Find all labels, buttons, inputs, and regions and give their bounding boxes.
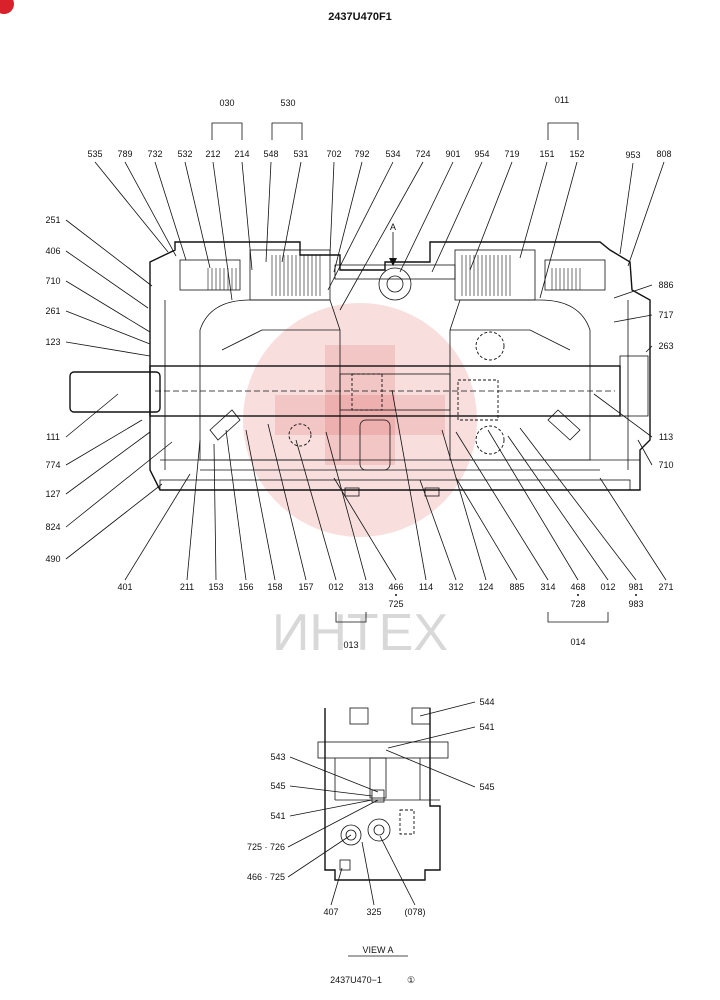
label-466: 466: [388, 582, 403, 592]
label-717: 717: [658, 310, 673, 320]
label-732: 732: [147, 149, 162, 159]
label-824: 824: [45, 522, 60, 532]
group-brackets-top: [211, 122, 579, 140]
label-531: 531: [293, 149, 308, 159]
spring-left: [271, 255, 321, 296]
label-774: 774: [45, 460, 60, 470]
label-113: 113: [659, 432, 673, 442]
bottom-leaders: [124, 389, 667, 581]
label-012-right: 012: [600, 582, 615, 592]
top-labels: 535 789 732 532 212 214 548 531 702 792 …: [87, 149, 671, 160]
va-label-325: 325: [366, 907, 381, 917]
watermark-logo: [243, 303, 477, 537]
va-label-541-left: 541: [270, 811, 285, 821]
label-127: 127: [45, 489, 60, 499]
view-a-detail: [317, 707, 449, 881]
label-981: 981: [628, 582, 643, 592]
label-490: 490: [45, 554, 60, 564]
view-a-caption: VIEW A: [362, 945, 393, 955]
label-406: 406: [45, 246, 60, 256]
label-152: 152: [569, 149, 584, 159]
group-label-014: 014: [570, 637, 585, 647]
label-719: 719: [504, 149, 519, 159]
label-158: 158: [267, 582, 282, 592]
left-leaders: [65, 219, 173, 560]
va-label-545-left: 545: [270, 781, 285, 791]
label-710-right: 710: [658, 460, 673, 470]
label-535: 535: [87, 149, 102, 159]
label-954: 954: [474, 149, 489, 159]
label-012-left: 012: [328, 582, 343, 592]
label-313: 313: [358, 582, 373, 592]
label-312: 312: [448, 582, 463, 592]
bottom-labels: 401 211 153 156 158 157 012 313 466 114 …: [117, 582, 673, 609]
group-label-030: 030: [219, 98, 234, 108]
va-label-544: 544: [479, 697, 494, 707]
group-label-011: 011: [555, 95, 569, 105]
corner-badge: [0, 0, 14, 14]
va-label-466-725: 466 · 725: [247, 872, 285, 882]
right-leaders: [593, 284, 653, 466]
va-label-545-right: 545: [479, 782, 494, 792]
label-153: 153: [208, 582, 223, 592]
label-261: 261: [45, 306, 60, 316]
label-251: 251: [45, 215, 60, 225]
va-label-078: (078): [404, 907, 425, 917]
view-a-labels: 544 541 543 545 545 541 725 · 726 466 · …: [247, 697, 495, 917]
label-728: 728: [570, 599, 585, 609]
label-724: 724: [415, 149, 430, 159]
label-886: 886: [658, 280, 673, 290]
group-label-530: 530: [280, 98, 295, 108]
watermark-text: ИНТЕХ: [272, 604, 448, 662]
view-a-leaders: [287, 701, 476, 906]
label-401: 401: [117, 582, 132, 592]
group-label-013: 013: [343, 640, 358, 650]
label-124: 124: [478, 582, 493, 592]
va-label-725-726: 725 · 726: [247, 842, 285, 852]
label-983: 983: [628, 599, 643, 609]
drawing-title: 2437U470F1: [328, 11, 392, 23]
label-211: 211: [180, 582, 194, 592]
label-111: 111: [46, 432, 60, 442]
label-123: 123: [45, 337, 60, 347]
label-789: 789: [117, 149, 132, 159]
view-a-marker: A: [390, 222, 396, 232]
gear-teeth-left: [207, 268, 237, 290]
label-151: 151: [539, 149, 554, 159]
label-710-left: 710: [45, 276, 60, 286]
pump-assembly: [69, 232, 651, 497]
label-314: 314: [540, 582, 555, 592]
right-labels: 886 717 263 113 710: [658, 280, 673, 470]
label-725: 725: [388, 599, 403, 609]
group-brackets-bottom: [335, 612, 609, 623]
label-548: 548: [263, 149, 278, 159]
spring-right: [461, 255, 511, 296]
label-792: 792: [354, 149, 369, 159]
va-label-541-top: 541: [479, 722, 494, 732]
label-114: 114: [419, 582, 433, 592]
label-212: 212: [205, 149, 220, 159]
label-157: 157: [298, 582, 313, 592]
label-156: 156: [238, 582, 253, 592]
gear-teeth-right: [551, 268, 581, 290]
label-885: 885: [509, 582, 524, 592]
label-534: 534: [385, 149, 400, 159]
footer-code: 2437U470−1: [330, 975, 382, 985]
label-468: 468: [570, 582, 585, 592]
label-808: 808: [656, 149, 671, 159]
label-214: 214: [234, 149, 249, 159]
label-953: 953: [625, 150, 640, 160]
label-532: 532: [177, 149, 192, 159]
label-901: 901: [445, 149, 460, 159]
va-label-543: 543: [270, 752, 285, 762]
label-702: 702: [326, 149, 341, 159]
left-labels: 251 406 710 261 123 111 774 127 824 490: [45, 215, 60, 564]
label-263: 263: [658, 341, 673, 351]
footer-revision: ①: [407, 975, 415, 985]
label-271: 271: [658, 582, 673, 592]
va-label-407: 407: [323, 907, 338, 917]
